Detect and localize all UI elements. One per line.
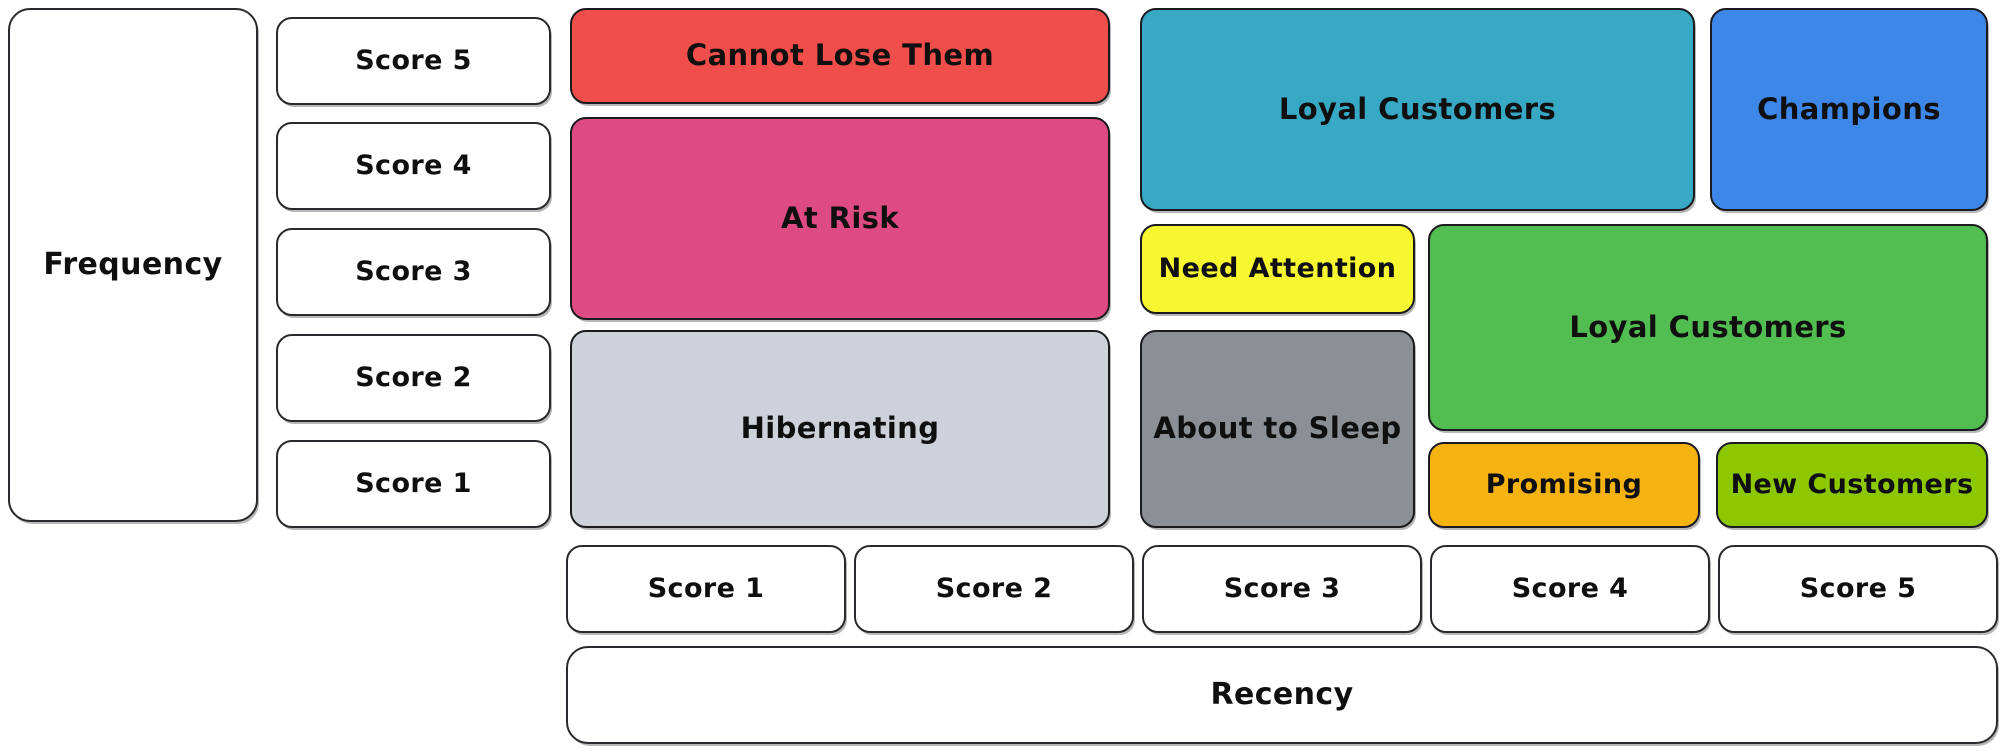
segment-hibernating[interactable]: Hibernating: [570, 330, 1110, 528]
segment-promising[interactable]: Promising: [1428, 442, 1700, 528]
segment-new-customers[interactable]: New Customers: [1716, 442, 1988, 528]
frequency-score-5[interactable]: Score 5: [276, 17, 551, 105]
segment-loyal-customers-green[interactable]: Loyal Customers: [1428, 224, 1988, 431]
frequency-axis-label: Frequency: [8, 8, 258, 522]
segment-about-to-sleep[interactable]: About to Sleep: [1140, 330, 1415, 528]
recency-score-5[interactable]: Score 5: [1718, 545, 1998, 633]
recency-score-3[interactable]: Score 3: [1142, 545, 1422, 633]
segment-at-risk[interactable]: At Risk: [570, 117, 1110, 320]
frequency-score-2[interactable]: Score 2: [276, 334, 551, 422]
frequency-score-1[interactable]: Score 1: [276, 440, 551, 528]
recency-score-1[interactable]: Score 1: [566, 545, 846, 633]
recency-axis-label: Recency: [566, 646, 1998, 744]
recency-score-4[interactable]: Score 4: [1430, 545, 1710, 633]
segment-loyal-customers-teal[interactable]: Loyal Customers: [1140, 8, 1695, 211]
frequency-score-4[interactable]: Score 4: [276, 122, 551, 210]
recency-score-2[interactable]: Score 2: [854, 545, 1134, 633]
segment-need-attention[interactable]: Need Attention: [1140, 224, 1415, 314]
segment-cannot-lose-them[interactable]: Cannot Lose Them: [570, 8, 1110, 104]
frequency-score-3[interactable]: Score 3: [276, 228, 551, 316]
segment-champions[interactable]: Champions: [1710, 8, 1988, 211]
